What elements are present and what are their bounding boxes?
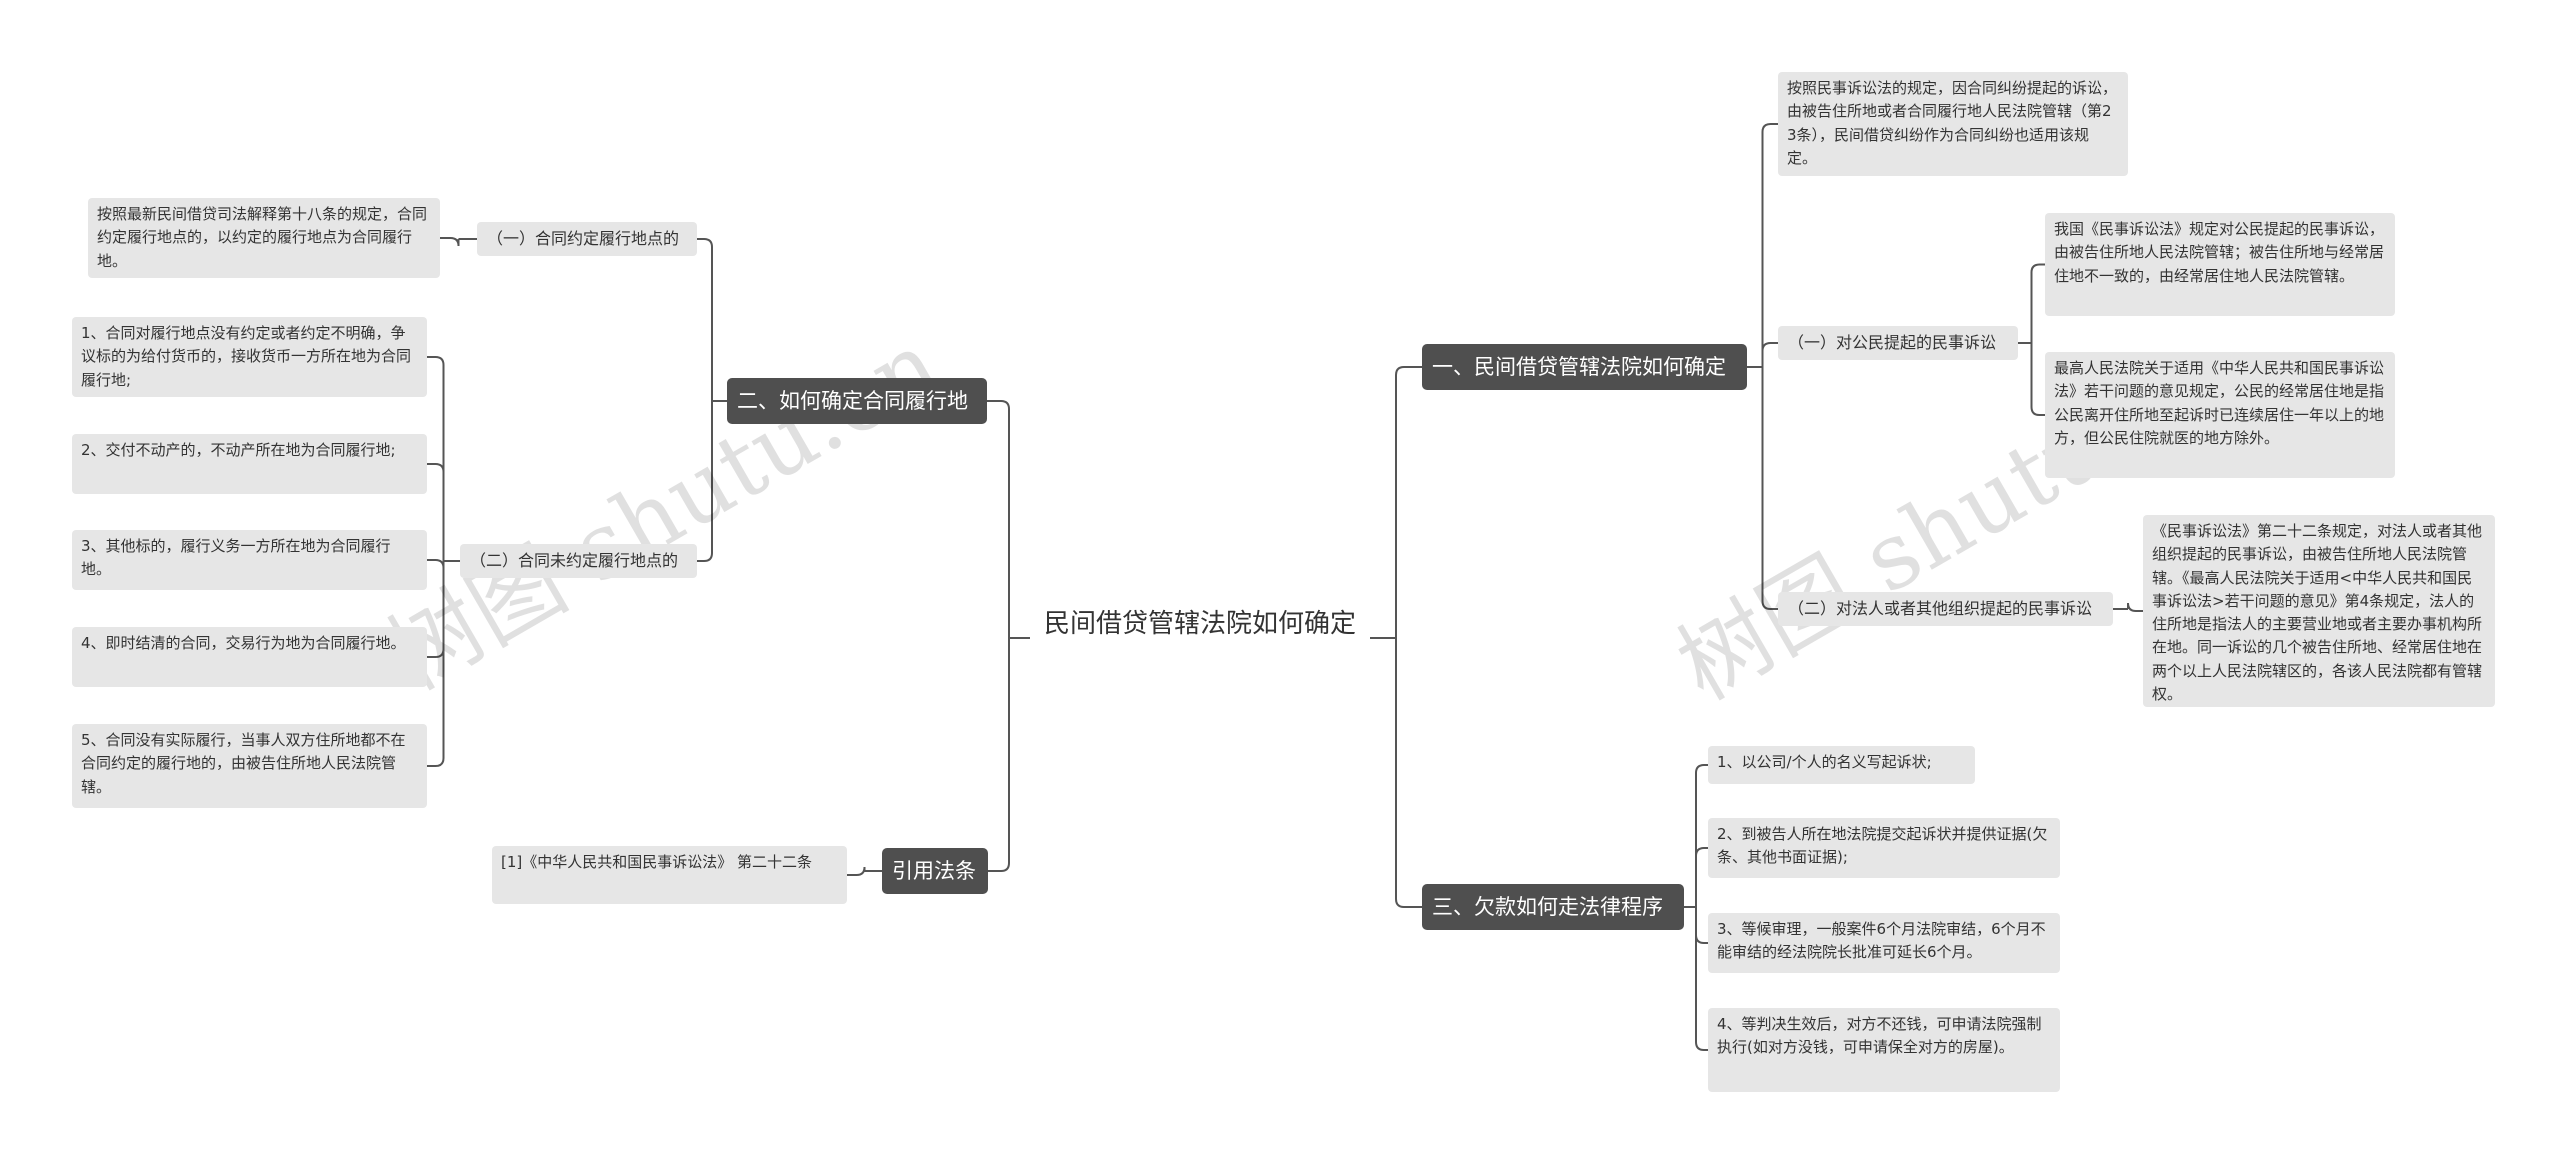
branch-debt-procedure[interactable]: 三、欠款如何走法律程序: [1422, 884, 1684, 930]
leaf-procedure-step-2[interactable]: 2、到被告人所在地法院提交起诉状并提供证据(欠条、其他书面证据);: [1708, 818, 2060, 878]
connector-legal-person-lawsuit: [2113, 602, 2143, 612]
leaf-legal-person-lawsuit[interactable]: 《民事诉讼法》第二十二条规定，对法人或者其他组织提起的民事诉讼，由被告住所地人民…: [2143, 515, 2495, 707]
leaf-unagreed-place-4[interactable]: 4、即时结清的合同，交易行为地为合同履行地。: [72, 627, 427, 687]
leaf-unagreed-place-2[interactable]: 2、交付不动产的，不动产所在地为合同履行地;: [72, 434, 427, 494]
leaf-cited-statute-1[interactable]: [1]《中华人民共和国民事诉讼法》 第二十二条: [492, 846, 847, 904]
leaf-citizen-lawsuit-1[interactable]: 我国《民事诉讼法》规定对公民提起的民事诉讼，由被告住所地人民法院管辖；被告住所地…: [2045, 213, 2395, 316]
connector-root-left: [987, 400, 1030, 872]
connector-root-right: [1370, 366, 1422, 908]
connector-branch-1: [1747, 123, 1778, 610]
branch-jurisdiction[interactable]: 一、民间借贷管辖法院如何确定: [1422, 344, 1747, 390]
connector-branch-3: [1684, 764, 1708, 1051]
subtopic-agreed-place[interactable]: （一）合同约定履行地点的: [477, 222, 697, 256]
leaf-jurisdiction-intro[interactable]: 按照民事诉讼法的规定，因合同纠纷提起的诉讼，由被告住所地或者合同履行地人民法院管…: [1778, 72, 2128, 176]
connector-agreed-place: [440, 237, 477, 247]
branch-performance-place[interactable]: 二、如何确定合同履行地: [727, 378, 987, 424]
connector-citizen-lawsuit: [2018, 263, 2045, 416]
subtopic-legal-person-lawsuit[interactable]: （二）对法人或者其他组织提起的民事诉讼: [1778, 592, 2113, 626]
root-topic[interactable]: 民间借贷管辖法院如何确定: [1043, 609, 1356, 639]
leaf-procedure-step-3[interactable]: 3、等候审理，一般案件6个月法院审结，6个月不能审结的经法院院长批准可延长6个月…: [1708, 913, 2060, 973]
connector-branch-4: [847, 866, 882, 876]
subtopic-unagreed-place[interactable]: （二）合同未约定履行地点的: [460, 544, 697, 578]
leaf-citizen-lawsuit-2[interactable]: 最高人民法院关于适用《中华人民共和国民事诉讼法》若干问题的意见规定，公民的经常居…: [2045, 352, 2395, 478]
subtopic-citizen-lawsuit[interactable]: （一）对公民提起的民事诉讼: [1778, 326, 2018, 360]
leaf-unagreed-place-1[interactable]: 1、合同对履行地点没有约定或者约定不明确，争议标的为给付货币的，接收货币一方所在…: [72, 317, 427, 397]
leaf-procedure-step-1[interactable]: 1、以公司/个人的名义写起诉状;: [1708, 746, 1975, 784]
branch-cited-statutes[interactable]: 引用法条: [882, 848, 988, 894]
connector-branch-2: [697, 238, 727, 562]
leaf-unagreed-place-5[interactable]: 5、合同没有实际履行，当事人双方住所地都不在合同约定的履行地的，由被告住所地人民…: [72, 724, 427, 808]
leaf-agreed-place[interactable]: 按照最新民间借贷司法解释第十八条的规定，合同约定履行地点的，以约定的履行地点为合…: [88, 198, 440, 278]
leaf-procedure-step-4[interactable]: 4、等判决生效后，对方不还钱，可申请法院强制执行(如对方没钱，可申请保全对方的房…: [1708, 1008, 2060, 1092]
connector-unagreed-place: [427, 356, 460, 767]
leaf-unagreed-place-3[interactable]: 3、其他标的，履行义务一方所在地为合同履行地。: [72, 530, 427, 590]
